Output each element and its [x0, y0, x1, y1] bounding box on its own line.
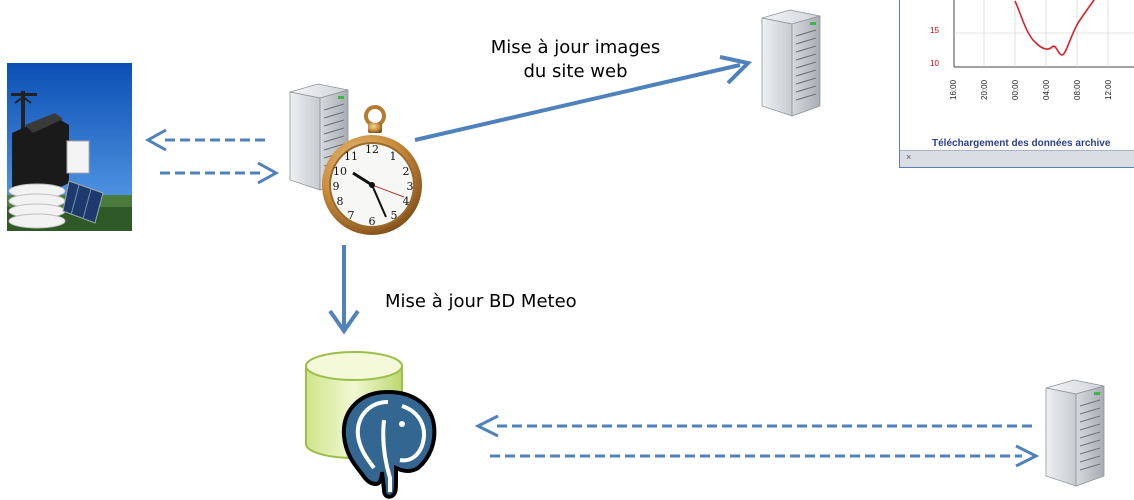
x-tick: 20:00 [980, 79, 989, 100]
svg-text:10: 10 [333, 165, 347, 178]
postgresql-logo [338, 388, 440, 500]
web-update-arrow [414, 55, 753, 142]
weather-station-photo [7, 63, 132, 231]
db-update-arrow [328, 245, 360, 335]
db-update-label: Mise à jour BD Meteo [385, 291, 577, 312]
server-icon [1045, 379, 1105, 487]
x-tick: 08:00 [1073, 79, 1082, 100]
temperature-chart [953, 0, 1134, 68]
svg-text:9: 9 [333, 180, 340, 193]
svg-text:2: 2 [403, 165, 410, 178]
web-update-label-line-2: du site web [523, 61, 628, 82]
y-tick: 10 [930, 59, 939, 68]
website-chart-thumbnail: 15 10 16:00 20:00 00:00 04:00 08:00 12:0… [899, 0, 1134, 168]
svg-text:5: 5 [391, 209, 398, 222]
server-icon [761, 9, 821, 117]
db-client-link [474, 414, 1040, 467]
thumbnail-footer: × [900, 150, 1134, 167]
weather-station-icon [7, 63, 132, 231]
web-update-label-line-1: Mise à jour images [490, 37, 661, 58]
x-tick: 04:00 [1042, 79, 1051, 100]
svg-text:1: 1 [390, 150, 397, 163]
svg-text:12: 12 [365, 143, 379, 156]
svg-text:6: 6 [369, 215, 376, 228]
svg-text:4: 4 [403, 195, 410, 208]
svg-text:7: 7 [348, 209, 355, 222]
x-tick: 12:00 [1104, 79, 1113, 100]
web-server [760, 8, 822, 118]
close-icon[interactable]: × [906, 152, 912, 162]
stopwatch-icon: 12 12 3 45 6 78 9 10 11 [322, 105, 422, 235]
x-tick: 00:00 [1011, 79, 1020, 100]
svg-text:3: 3 [407, 180, 414, 193]
station-server-link [144, 128, 280, 185]
postgresql-elephant-icon [341, 389, 437, 499]
x-tick: 16:00 [949, 79, 958, 100]
y-tick: 15 [930, 26, 939, 35]
client-server [1044, 378, 1106, 488]
svg-text:11: 11 [344, 150, 358, 163]
web-update-label: Mise à jour images du site web [468, 36, 683, 84]
svg-text:8: 8 [337, 195, 344, 208]
thumbnail-caption: Téléchargement des données archive [932, 138, 1111, 149]
temperature-line [1014, 0, 1095, 56]
